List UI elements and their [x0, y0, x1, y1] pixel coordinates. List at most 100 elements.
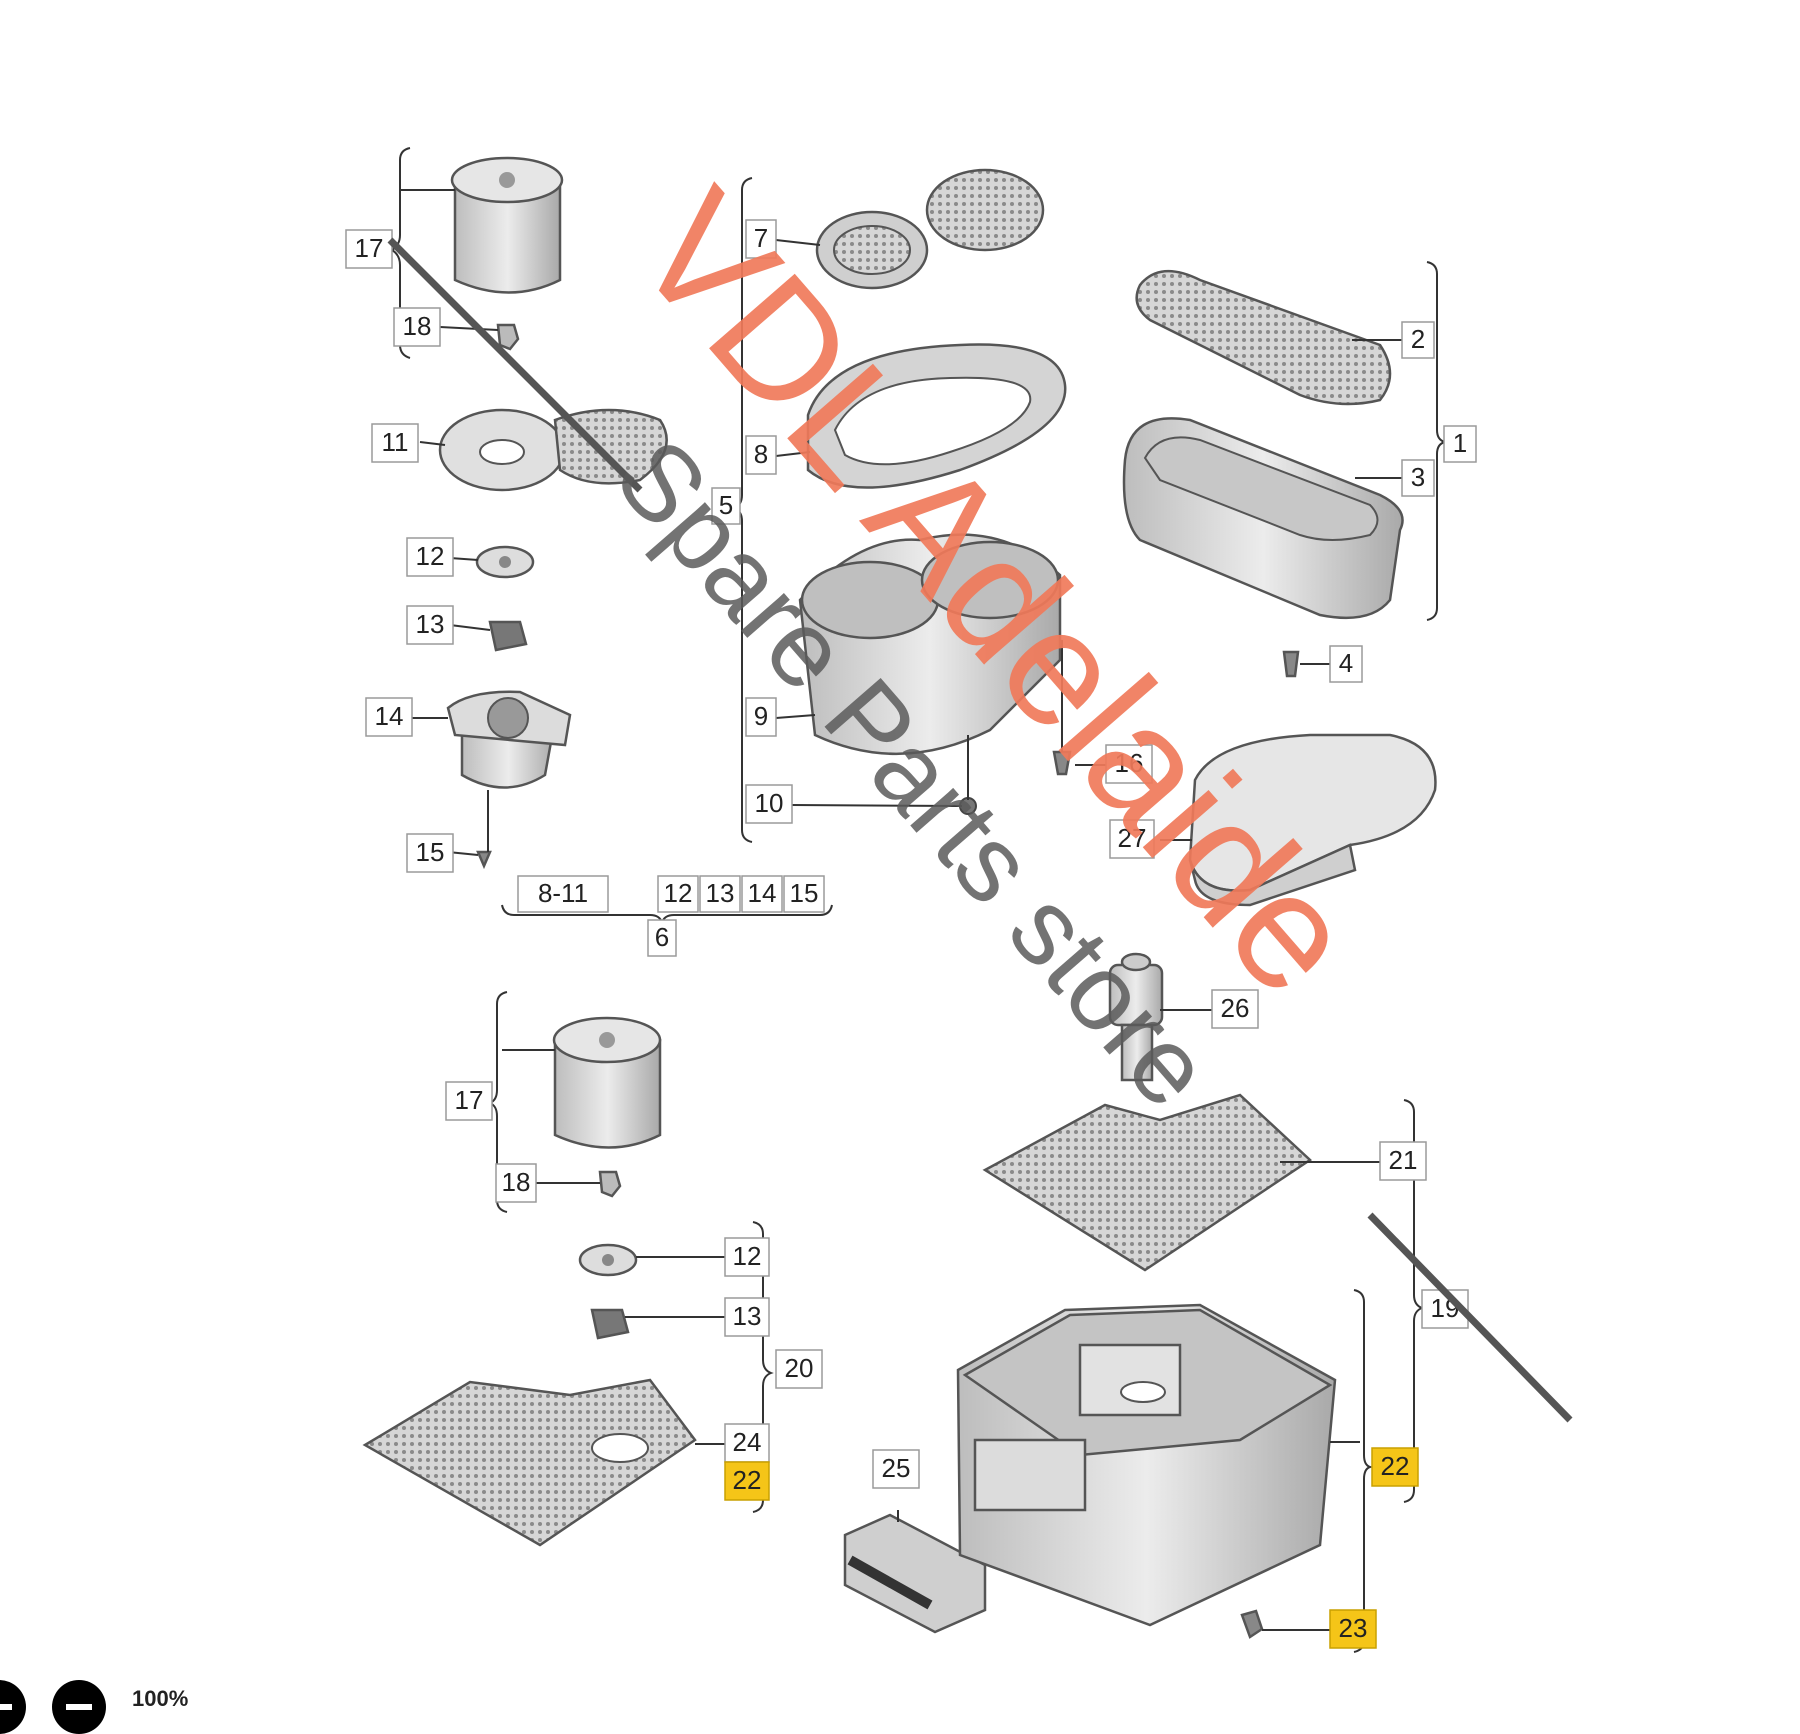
group-label-8-11: 8-11 [517, 875, 609, 913]
svg-text:24: 24 [733, 1427, 762, 1457]
svg-text:18: 18 [502, 1167, 531, 1197]
part-24-mat [362, 1378, 697, 1547]
label-21: 21 [1379, 1141, 1427, 1181]
label-12-bottom: 12 [724, 1237, 770, 1277]
part-16-screw [1052, 750, 1072, 776]
svg-text:8-11: 8-11 [538, 878, 588, 908]
svg-text:18: 18 [403, 311, 432, 341]
label-13-bottom: 13 [724, 1297, 770, 1337]
part-clip-18-bottom [598, 1170, 622, 1198]
label-1: 1 [1443, 425, 1477, 463]
svg-text:17: 17 [355, 233, 384, 263]
part-cup-17-top [450, 156, 564, 294]
svg-text:2: 2 [1411, 324, 1425, 354]
label-4: 4 [1329, 645, 1363, 683]
svg-text:12: 12 [733, 1241, 762, 1271]
label-2: 2 [1401, 321, 1435, 359]
zoom-out-icon[interactable] [52, 1680, 106, 1734]
svg-text:17: 17 [455, 1085, 484, 1115]
zoom-controls: 100% [0, 1672, 260, 1734]
brace-1 [1426, 261, 1446, 621]
part-15-screw [476, 850, 492, 870]
svg-text:1: 1 [1453, 428, 1467, 458]
label-27: 27 [1109, 819, 1155, 859]
label-17-top: 17 [345, 229, 393, 269]
part-8-frame [806, 343, 1067, 489]
svg-text:21: 21 [1389, 1145, 1418, 1175]
svg-text:27: 27 [1118, 823, 1147, 853]
part-12-top [475, 545, 535, 579]
svg-text:15: 15 [416, 837, 445, 867]
label-22-left: 22 [724, 1461, 770, 1501]
svg-text:14: 14 [748, 878, 777, 908]
svg-text:22: 22 [733, 1465, 762, 1495]
part-25-module [843, 1513, 987, 1634]
part-13-bottom [590, 1308, 630, 1340]
label-22-right: 22 [1371, 1447, 1419, 1487]
label-18-top: 18 [393, 307, 441, 347]
part-9-housing [798, 533, 1062, 755]
svg-text:12: 12 [664, 878, 693, 908]
svg-text:26: 26 [1221, 993, 1250, 1023]
part-4-screw [1282, 650, 1300, 678]
part-26-switch [1108, 952, 1164, 1082]
svg-text:25: 25 [882, 1453, 911, 1483]
svg-text:16: 16 [1115, 748, 1144, 778]
part-12-bottom [578, 1243, 638, 1277]
label-17-bottom: 17 [445, 1081, 493, 1121]
part-cup-17-bottom [552, 1016, 662, 1149]
watermark-strike-line-left [387, 237, 643, 493]
part-cover-11 [438, 408, 668, 492]
watermark-strike-line-right [1367, 1212, 1573, 1423]
svg-text:5: 5 [719, 490, 733, 520]
label-10: 10 [745, 784, 793, 824]
callout-labels: 1 2 3 4 5 6 7 8 9 10 11 12 13 14 15 16 1… [345, 219, 1477, 1649]
svg-text:15: 15 [790, 878, 819, 908]
label-14: 14 [365, 697, 413, 737]
part-14-holder [446, 690, 572, 789]
label-23: 23 [1329, 1609, 1377, 1649]
part-13-top [488, 620, 528, 652]
svg-text:4: 4 [1339, 648, 1353, 678]
part-2-lid [1135, 269, 1392, 406]
svg-text:13: 13 [706, 878, 735, 908]
part-27-lid [1188, 733, 1437, 907]
zoom-in-icon[interactable] [0, 1680, 26, 1734]
svg-text:10: 10 [755, 788, 784, 818]
label-3: 3 [1401, 459, 1435, 497]
brace-20 [752, 1221, 774, 1513]
svg-text:13: 13 [733, 1301, 762, 1331]
zoom-level[interactable]: 100% [132, 1686, 189, 1711]
leader-lines [400, 189, 1402, 1631]
svg-text:12: 12 [416, 541, 445, 571]
label-5: 5 [711, 487, 741, 525]
svg-text:7: 7 [754, 223, 768, 253]
label-7: 7 [745, 219, 777, 259]
label-12-top: 12 [406, 537, 454, 577]
svg-text:6: 6 [655, 922, 669, 952]
svg-text:9: 9 [754, 701, 768, 731]
group-label-13: 13 [699, 875, 741, 913]
svg-text:3: 3 [1411, 462, 1425, 492]
svg-text:22: 22 [1381, 1451, 1410, 1481]
svg-text:20: 20 [785, 1353, 814, 1383]
part-3-tray [1122, 417, 1404, 620]
svg-text:8: 8 [754, 439, 768, 469]
part-23-clip [1240, 1609, 1264, 1639]
brace-22-right [1353, 1289, 1374, 1653]
svg-text:11: 11 [382, 427, 409, 457]
svg-text:13: 13 [416, 609, 445, 639]
label-24: 24 [724, 1423, 770, 1463]
label-16: 16 [1105, 744, 1153, 784]
label-9: 9 [745, 697, 777, 737]
label-18-bottom: 18 [495, 1163, 537, 1203]
label-13-top: 13 [406, 605, 454, 645]
part-7-lid [815, 168, 1045, 290]
label-8: 8 [745, 435, 777, 475]
part-22-box [956, 1303, 1337, 1627]
label-25: 25 [872, 1449, 920, 1489]
label-6: 6 [647, 919, 677, 957]
group-label-14: 14 [741, 875, 783, 913]
label-15: 15 [406, 833, 454, 873]
